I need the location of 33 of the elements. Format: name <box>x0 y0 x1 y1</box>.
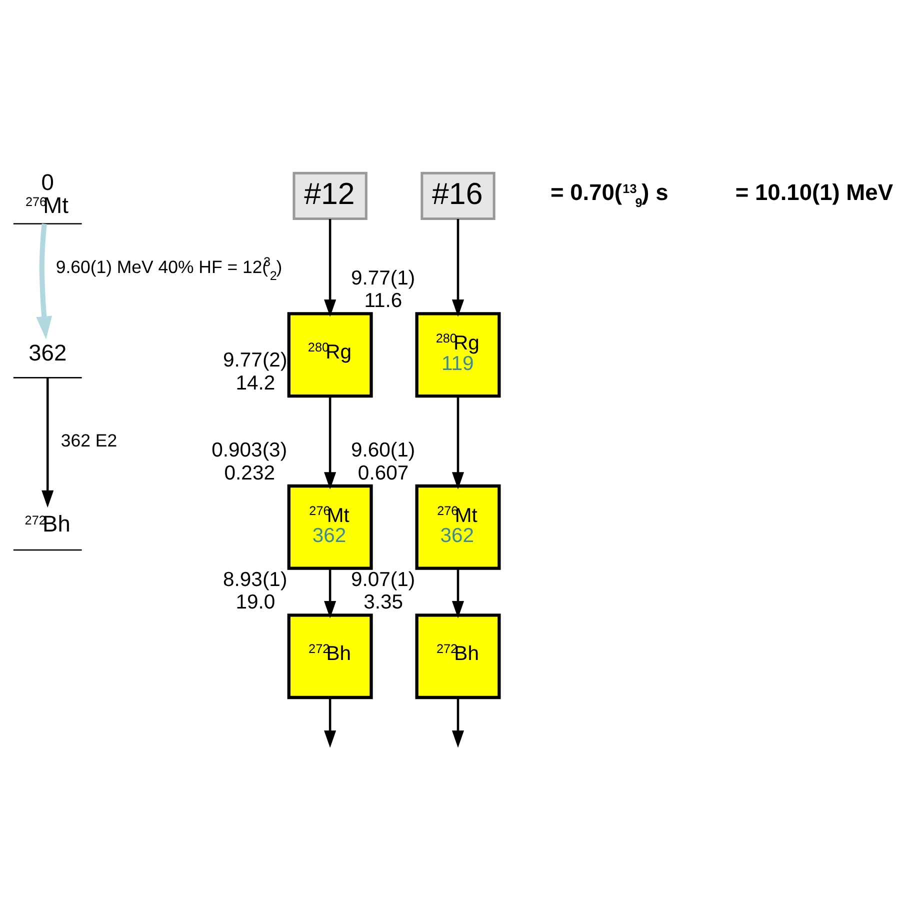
arrow <box>324 396 336 490</box>
node-text: $^{272}$Bh <box>24 510 70 536</box>
arrow <box>452 218 464 317</box>
node-box: $^{276}$Mt 362 <box>287 484 373 570</box>
node-box: #12 <box>292 172 368 220</box>
arrow <box>452 568 464 618</box>
node-label: 11.6 <box>364 290 402 312</box>
node-text: 362 <box>28 339 67 366</box>
arrow <box>324 218 336 317</box>
arrow <box>36 224 52 340</box>
node-box: $^{272}$Bh <box>287 614 373 700</box>
node-label: 8.93(1) <box>223 568 288 591</box>
edge-label: 362 E2 <box>60 430 118 450</box>
node-label: 9.07(1) <box>350 568 416 591</box>
node-label: 3.35 <box>364 592 404 614</box>
node-label: 9.77(2) <box>223 350 288 372</box>
node-label: 0.232 <box>224 462 275 484</box>
label: = 10.10(1) MeV <box>735 179 894 206</box>
arrow <box>324 568 336 618</box>
node-label: 0.903(3) <box>212 440 288 462</box>
label: = 0.70($^{13}$$_{9}$) s <box>550 179 668 210</box>
arrow <box>42 378 54 508</box>
arrow <box>324 698 336 748</box>
node-label: 9.77(1) <box>350 267 416 290</box>
arrow <box>452 396 464 490</box>
node-label: 14.2 <box>236 372 276 394</box>
node-box: #16 <box>420 172 496 220</box>
node-box: $^{272}$Bh <box>415 614 501 700</box>
arrow <box>452 698 464 748</box>
node-label: 19.0 <box>236 592 276 614</box>
node-label: 0.607 <box>358 462 409 484</box>
node-label: 9.60(1) <box>350 440 416 462</box>
node-box: $^{276}$Mt 362 <box>415 484 501 570</box>
